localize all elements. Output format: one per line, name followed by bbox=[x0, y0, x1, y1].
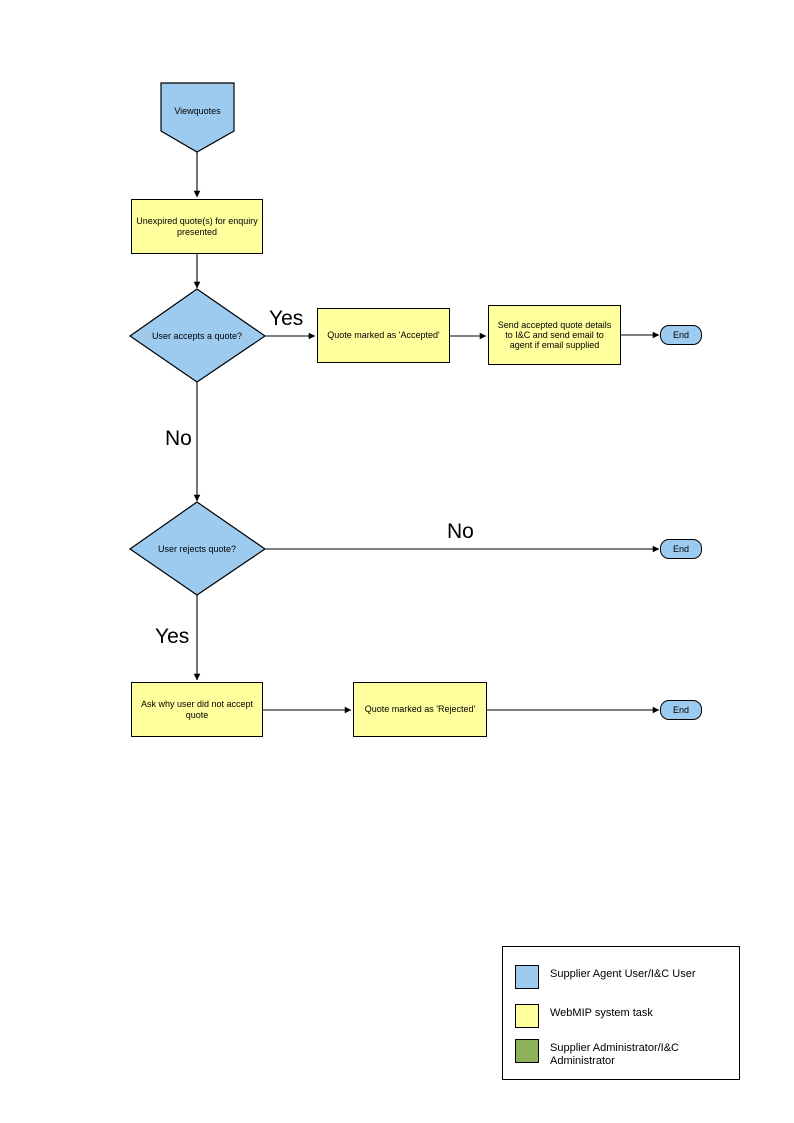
node-unexpired-quotes-label: Unexpired quote(s) for enquiry presented bbox=[136, 216, 258, 237]
node-unexpired-quotes[interactable]: Unexpired quote(s) for enquiry presented bbox=[131, 199, 263, 254]
legend-item-webmip-task: WebMIP system task bbox=[515, 1004, 653, 1028]
legend: Supplier Agent User/I&C User WebMIP syst… bbox=[502, 946, 740, 1080]
legend-swatch-blue bbox=[515, 965, 539, 989]
node-start-shape[interactable] bbox=[160, 82, 235, 153]
legend-swatch-green bbox=[515, 1039, 539, 1063]
node-ask-why-label: Ask why user did not accept quote bbox=[140, 699, 254, 720]
node-end-accepted-label: End bbox=[672, 330, 689, 340]
node-marked-rejected[interactable]: Quote marked as 'Rejected' bbox=[353, 682, 487, 737]
node-end-rejected[interactable]: End bbox=[660, 700, 702, 720]
node-ask-why[interactable]: Ask why user did not accept quote bbox=[131, 682, 263, 737]
node-send-details-label: Send accepted quote details to I&C and s… bbox=[497, 319, 612, 351]
branch-label-reject-yes: Yes bbox=[155, 625, 190, 648]
legend-label-supplier-admin: Supplier Administrator/I&C Administrator bbox=[550, 1042, 679, 1068]
legend-label-webmip-task: WebMIP system task bbox=[550, 1007, 653, 1019]
node-marked-rejected-label: Quote marked as 'Rejected' bbox=[364, 704, 476, 715]
branch-label-accept-no: No bbox=[165, 427, 192, 450]
node-end-no-reject-label: End bbox=[672, 544, 689, 554]
node-marked-accepted[interactable]: Quote marked as 'Accepted' bbox=[317, 308, 450, 363]
node-end-accepted[interactable]: End bbox=[660, 325, 702, 345]
node-decision-reject-shape[interactable] bbox=[128, 501, 267, 596]
node-marked-accepted-label: Quote marked as 'Accepted' bbox=[327, 330, 440, 341]
branch-label-reject-no: No bbox=[447, 520, 474, 543]
legend-swatch-yellow bbox=[515, 1004, 539, 1028]
node-send-details[interactable]: Send accepted quote details to I&C and s… bbox=[488, 305, 621, 365]
node-end-no-reject[interactable]: End bbox=[660, 539, 702, 559]
legend-item-supplier-admin: Supplier Administrator/I&C Administrator bbox=[515, 1039, 735, 1069]
node-end-rejected-label: End bbox=[672, 705, 689, 715]
branch-label-accept-yes: Yes bbox=[269, 307, 304, 330]
legend-label-supplier-agent: Supplier Agent User/I&C User bbox=[550, 968, 696, 980]
legend-item-supplier-agent: Supplier Agent User/I&C User bbox=[515, 965, 696, 989]
node-decision-accept-shape[interactable] bbox=[128, 288, 267, 383]
